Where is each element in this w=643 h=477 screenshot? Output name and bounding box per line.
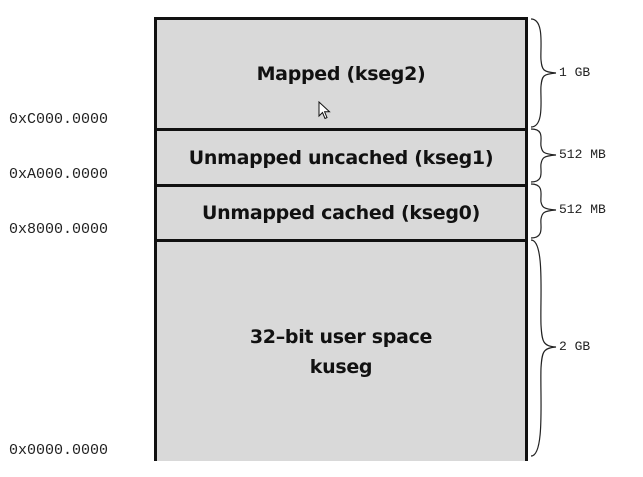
segment-kseg2-label: Mapped (kseg2) <box>256 63 426 85</box>
segment-kseg0-label: Unmapped cached (kseg0) <box>202 202 480 224</box>
arrow-cursor-icon <box>318 101 331 120</box>
segment-kseg2: Mapped (kseg2) <box>157 20 525 128</box>
size-kuseg: 2 GB <box>559 339 591 354</box>
brace-kseg2 <box>530 18 557 128</box>
address-0000: 0x0000.0000 <box>9 442 109 459</box>
segment-kseg1: Unmapped uncached (kseg1) <box>157 128 525 184</box>
memory-map: Mapped (kseg2) Unmapped uncached (kseg1)… <box>154 17 528 461</box>
segment-kseg0: Unmapped cached (kseg0) <box>157 184 525 239</box>
address-a000: 0xA000.0000 <box>9 166 109 183</box>
address-c000: 0xC000.0000 <box>9 111 109 128</box>
address-8000: 0x8000.0000 <box>9 221 109 238</box>
size-kseg0: 512 MB <box>559 202 606 217</box>
size-kseg2: 1 GB <box>559 65 591 80</box>
segment-kseg1-label: Unmapped uncached (kseg1) <box>188 146 494 169</box>
brace-kuseg <box>530 239 557 457</box>
brace-kseg1 <box>530 128 557 183</box>
segment-kuseg: 32–bit user space kuseg <box>157 239 525 461</box>
segment-kuseg-label-line2: kuseg <box>309 355 373 378</box>
size-kseg1: 512 MB <box>559 147 606 162</box>
brace-kseg0 <box>530 183 557 239</box>
segment-kuseg-label-line1: 32–bit user space <box>249 325 433 348</box>
